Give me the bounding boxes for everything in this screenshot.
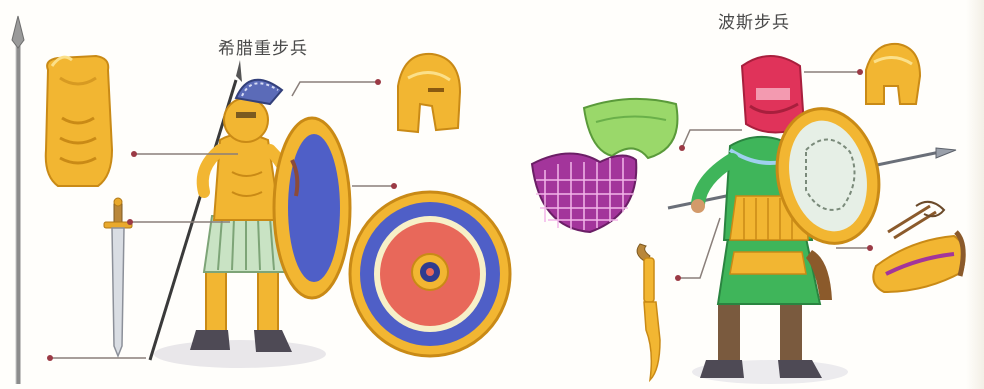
sword-icon [103, 197, 133, 359]
crescent-shield-icon [582, 97, 679, 160]
greek-hoplite-figure [148, 60, 352, 361]
persian-helmet-icon [865, 42, 922, 105]
persian-leader-dots [675, 69, 873, 281]
breastplate-icon [44, 54, 114, 187]
dagger-icon [636, 243, 661, 383]
corinthian-helmet-icon [397, 52, 462, 134]
persian-infantry-figure [667, 55, 957, 378]
persian-leader-lines [678, 71, 870, 279]
hoplite-spear [148, 79, 238, 361]
greek-leader-lines [50, 81, 394, 359]
greek-hoplite-title: 希腊重步兵 [218, 39, 308, 59]
persian-infantry-title: 波斯步兵 [718, 13, 790, 33]
quiver-icon [872, 200, 966, 294]
round-shield-icon [348, 190, 512, 358]
wicker-shield-icon [530, 152, 638, 234]
spear-icon [11, 15, 25, 384]
page-edge-shading [966, 0, 984, 389]
greek-leader-dots [47, 79, 397, 361]
greek-ground-shadow [154, 340, 326, 368]
